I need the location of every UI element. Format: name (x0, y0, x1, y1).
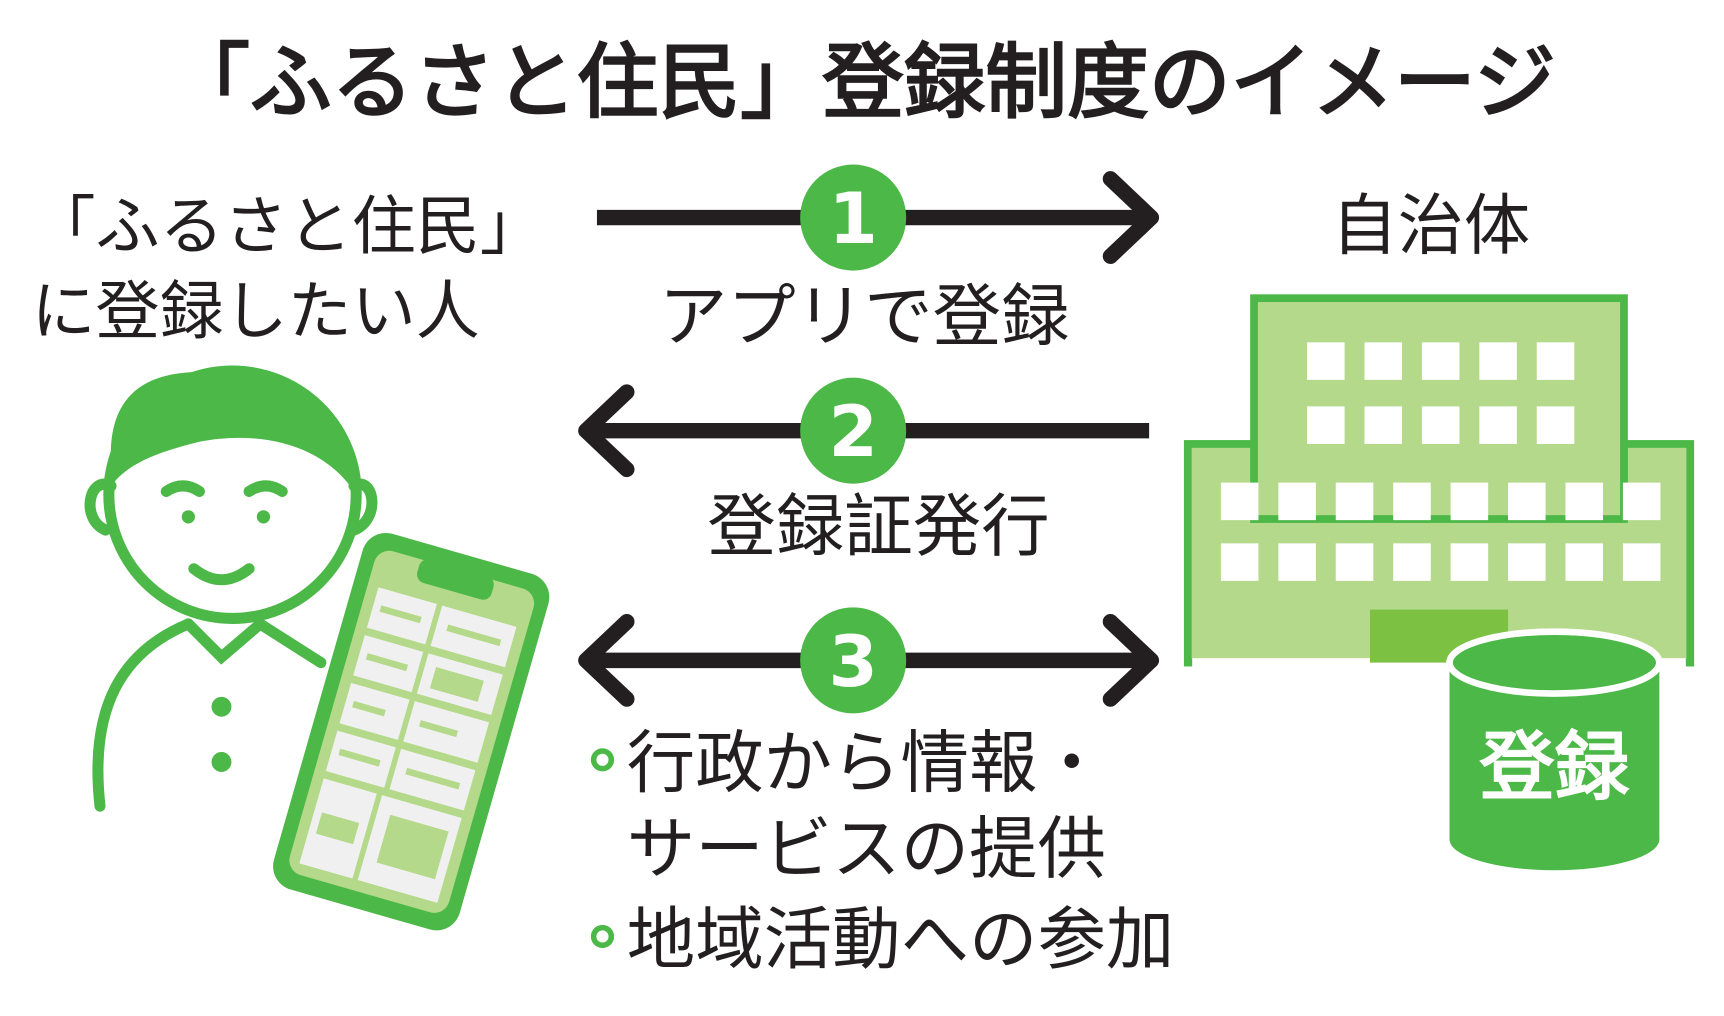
municipality-label: 自治体 (1331, 186, 1530, 264)
arrow-step-1: 1 (596, 164, 1160, 271)
person-label-line2: に登録したい人 (32, 276, 480, 350)
step-3-number: 3 (829, 620, 878, 703)
arrow-step-3: 3 (578, 607, 1160, 714)
step-2-badge (800, 377, 907, 484)
bullet-icon (590, 748, 615, 772)
smartphone-icon (273, 532, 550, 931)
database-icon (1446, 628, 1663, 871)
step-3-badge (800, 607, 907, 714)
step-1-badge (800, 164, 907, 271)
bullet-icon (590, 924, 615, 949)
step-1-label: アプリで登録 (659, 277, 1070, 357)
arrow-step-2: 2 (578, 377, 1150, 484)
person-label-line1: 「ふるさと住民」 (32, 190, 544, 264)
municipal-building-icon (1183, 294, 1695, 668)
database-label: 登録 (1478, 723, 1630, 811)
step-2-number: 2 (829, 390, 878, 473)
diagram-title: 「ふるさと住民」登録制度のイメージ (168, 35, 1556, 130)
step-3-bullet-2: 地域活動への参加 (627, 900, 1175, 980)
step-1-number: 1 (829, 177, 878, 260)
step-2-label: 登録証発行 (707, 487, 1049, 567)
person-illustration (84, 365, 378, 812)
step-3-bullet-1-line2: サービスの提供 (627, 809, 1106, 889)
step-3-bullet-1-line1: 行政から情報・ (627, 723, 1106, 803)
